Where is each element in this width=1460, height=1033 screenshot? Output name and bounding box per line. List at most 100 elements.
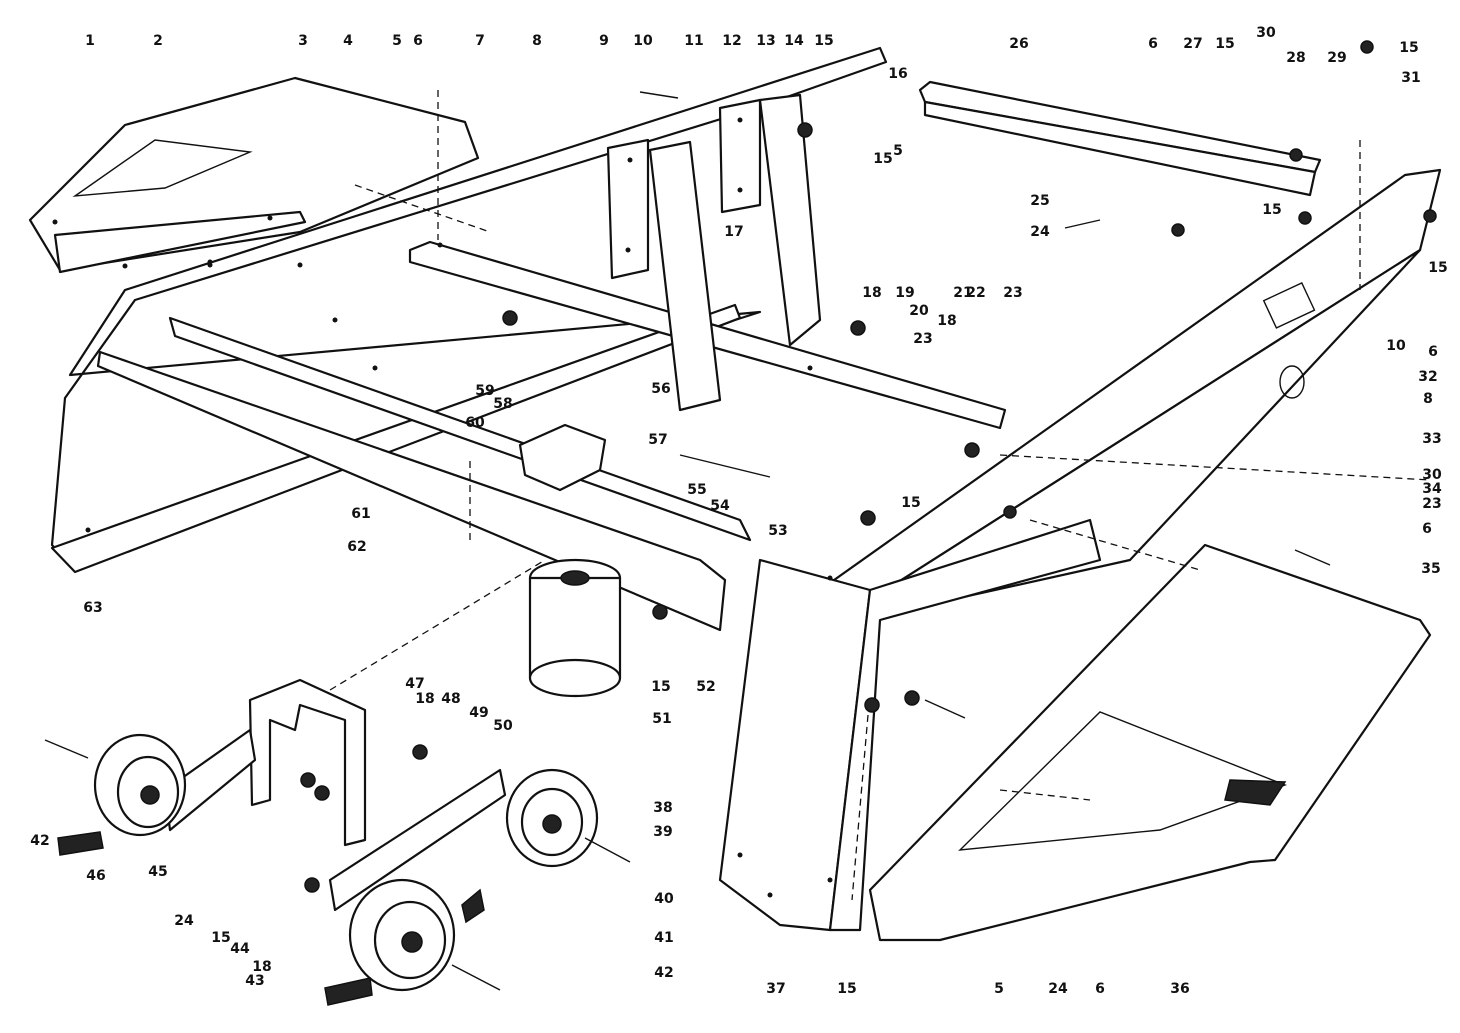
callout-15: 15 (837, 981, 856, 997)
callout-33: 33 (1422, 431, 1441, 447)
callout-47: 47 (405, 676, 424, 692)
callout-51: 51 (652, 711, 671, 727)
rear-rail (918, 80, 1322, 197)
callout-9: 9 (599, 33, 609, 49)
callout-44: 44 (230, 941, 250, 957)
callout-55: 55 (687, 482, 706, 498)
callout-20: 20 (909, 303, 929, 319)
callout-18: 18 (862, 285, 881, 301)
callout-54: 54 (710, 498, 730, 514)
pulleys (57, 733, 599, 1006)
callout-23: 23 (913, 331, 932, 347)
callout-46: 46 (86, 868, 105, 884)
callout-48: 48 (441, 691, 460, 707)
elbow-fitting (518, 423, 607, 492)
callout-57: 57 (648, 432, 667, 448)
callout-15: 15 (873, 151, 892, 167)
callout-40: 40 (654, 891, 674, 907)
front-plates (718, 518, 1102, 932)
callout-5: 5 (994, 981, 1004, 997)
callout-42: 42 (30, 833, 49, 849)
callout-49: 49 (469, 705, 488, 721)
callout-43: 43 (245, 973, 264, 989)
callout-25: 25 (1030, 193, 1049, 209)
callout-6: 6 (413, 33, 423, 49)
callout-2: 2 (153, 33, 163, 49)
callout-16: 16 (888, 66, 907, 82)
callout-3: 3 (298, 33, 308, 49)
discharge-chute (868, 543, 1432, 942)
callout-1: 1 (85, 33, 95, 49)
callout-59: 59 (475, 383, 494, 399)
oil-filter (528, 558, 622, 698)
callout-4: 4 (343, 33, 353, 49)
callout-19: 19 (895, 285, 914, 301)
callout-15: 15 (1215, 36, 1234, 52)
callout-5: 5 (392, 33, 402, 49)
callout-6: 6 (1095, 981, 1105, 997)
callout-42: 42 (654, 965, 673, 981)
shroud-cover (28, 76, 480, 274)
callout-17: 17 (724, 224, 743, 240)
callout-36: 36 (1170, 981, 1189, 997)
callout-30: 30 (1256, 25, 1276, 41)
callout-52: 52 (696, 679, 715, 695)
callout-6: 6 (1148, 36, 1158, 52)
callout-12: 12 (722, 33, 741, 49)
callout-27: 27 (1183, 36, 1202, 52)
callout-15: 15 (814, 33, 833, 49)
callout-10: 10 (1386, 338, 1406, 354)
callout-13: 13 (756, 33, 775, 49)
callout-18: 18 (415, 691, 434, 707)
callout-15: 15 (211, 930, 230, 946)
callout-35: 35 (1421, 561, 1440, 577)
callout-23: 23 (1003, 285, 1022, 301)
callout-24: 24 (1048, 981, 1068, 997)
callout-8: 8 (1423, 391, 1433, 407)
callout-39: 39 (653, 824, 672, 840)
callout-6: 6 (1422, 521, 1432, 537)
assembly-lines (329, 90, 1431, 901)
callout-62: 62 (347, 539, 366, 555)
callout-41: 41 (654, 930, 673, 946)
callout-53: 53 (768, 523, 787, 539)
callout-5: 5 (893, 143, 903, 159)
callout-31: 31 (1401, 70, 1420, 86)
callout-15: 15 (651, 679, 670, 695)
callout-18: 18 (937, 313, 956, 329)
callout-11: 11 (684, 33, 703, 49)
callout-14: 14 (784, 33, 804, 49)
callout-63: 63 (83, 600, 102, 616)
callout-50: 50 (493, 718, 513, 734)
callout-58: 58 (493, 396, 512, 412)
callout-6: 6 (1428, 344, 1438, 360)
callout-22: 22 (966, 285, 985, 301)
callout-7: 7 (475, 33, 485, 49)
callout-28: 28 (1286, 50, 1305, 66)
callout-34: 34 (1422, 481, 1442, 497)
callout-15: 15 (1399, 40, 1418, 56)
hardware (44, 40, 1437, 991)
callout-15: 15 (1262, 202, 1281, 218)
callout-15: 15 (901, 495, 920, 511)
idler-bracket-assembly (163, 678, 507, 912)
callout-38: 38 (653, 800, 672, 816)
callout-26: 26 (1009, 36, 1028, 52)
callout-45: 45 (148, 864, 167, 880)
callout-18: 18 (252, 959, 271, 975)
callout-56: 56 (651, 381, 670, 397)
upright-brackets (606, 93, 822, 412)
callout-21: 21 (953, 285, 972, 301)
callout-10: 10 (633, 33, 653, 49)
callout-24: 24 (1030, 224, 1050, 240)
callout-15: 15 (1428, 260, 1447, 276)
callout-24: 24 (174, 913, 194, 929)
callout-30: 30 (1422, 467, 1442, 483)
callout-60: 60 (465, 415, 485, 431)
callout-37: 37 (766, 981, 785, 997)
callout-32: 32 (1418, 369, 1437, 385)
callout-61: 61 (351, 506, 370, 522)
